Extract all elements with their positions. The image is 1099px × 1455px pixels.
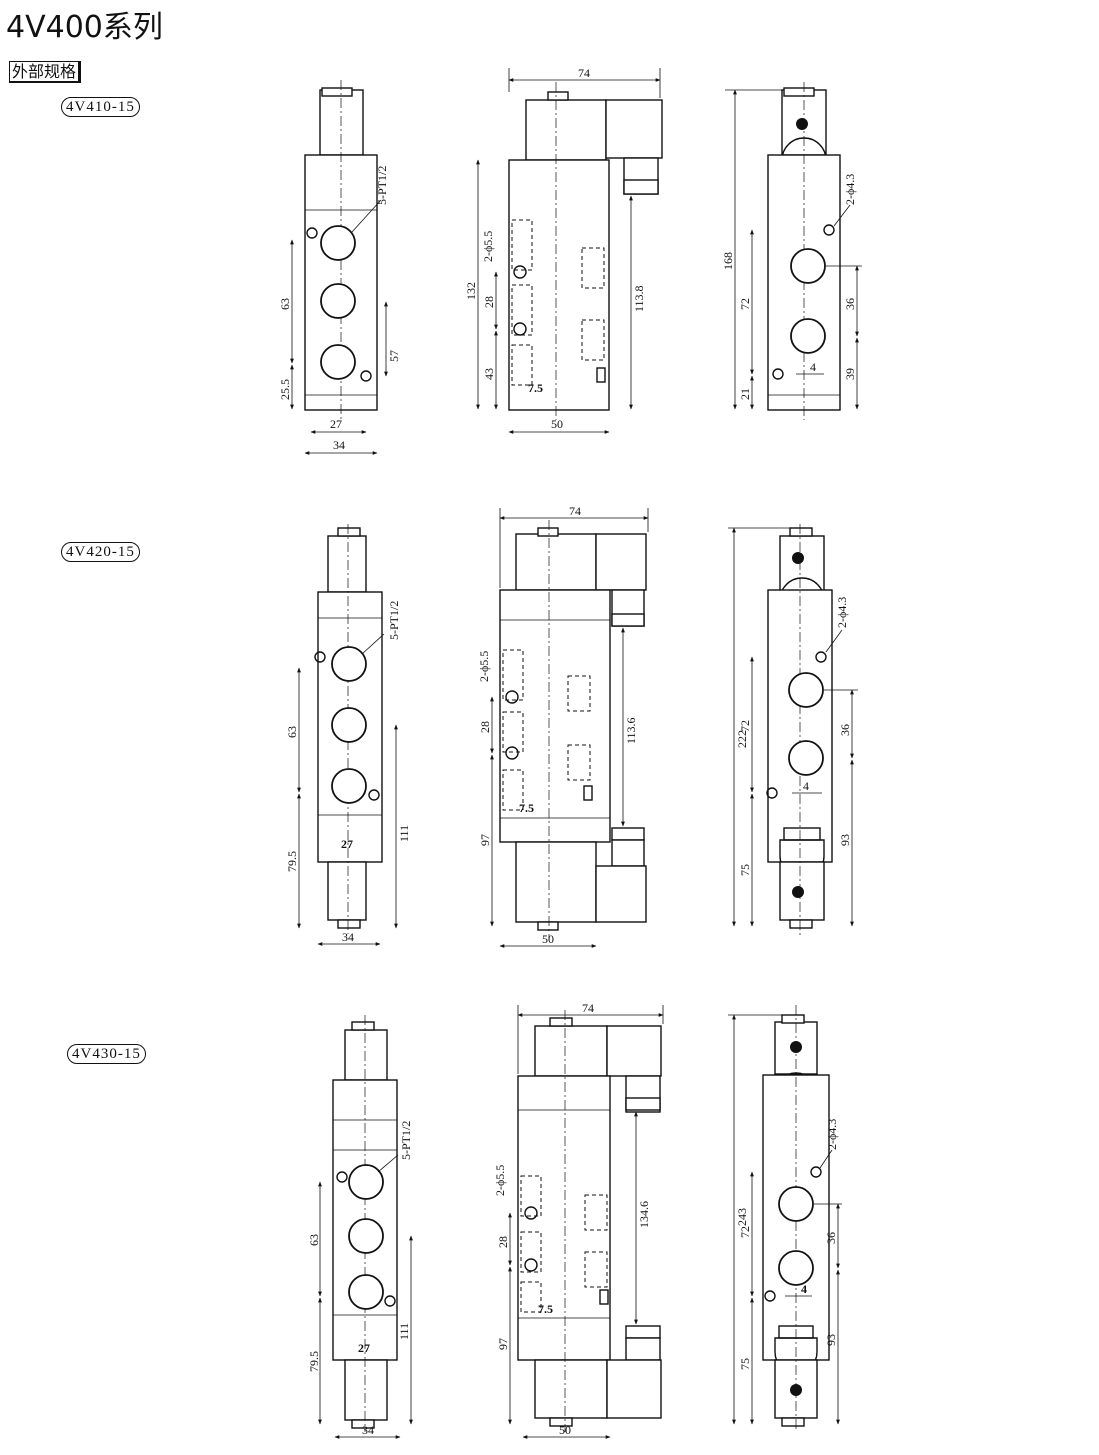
dim-text: 4 (801, 1282, 807, 1296)
dim-text: 132 (464, 282, 478, 300)
dim-text: 93 (838, 834, 852, 846)
dim-text: 72 (738, 720, 752, 732)
front-view-4v410: 5-PT1/2 63 25.5 57 27 34 (278, 80, 401, 455)
hole-label: 2-ϕ5.5 (493, 1165, 507, 1196)
dim-text: 27 (358, 1341, 370, 1355)
dim-text: 111 (397, 1323, 411, 1340)
dim-text: 97 (496, 1338, 510, 1350)
dim-text: 113.8 (632, 285, 646, 312)
dim-text: 28 (478, 721, 492, 733)
dim-text: 75 (738, 1358, 752, 1370)
dim-text: 21 (738, 388, 752, 400)
dim-text: 27 (330, 417, 342, 431)
dim-text: 113.6 (624, 717, 638, 744)
dim-text: 168 (721, 252, 735, 270)
port-label: 5-PT1/2 (375, 166, 389, 205)
dim-text: 111 (397, 825, 411, 842)
dim-text: 97 (478, 834, 492, 846)
dim-text: 50 (551, 417, 563, 431)
dim-text: 72 (738, 298, 752, 310)
side-view-4v420: 74 113.6 2-ϕ5.5 28 97 7.5 50 (477, 504, 649, 948)
model-label-4v410: 4V410-15 (61, 97, 140, 117)
hole-label: 2-ϕ4.3 (835, 597, 849, 628)
dim-text: 72 (738, 1226, 752, 1238)
dim-text: 36 (838, 724, 852, 736)
port-label: 5-PT1/2 (399, 1121, 413, 1160)
dim-text: 4 (810, 360, 816, 374)
dim-text: 63 (285, 726, 299, 738)
dim-text: 50 (559, 1423, 571, 1437)
dim-text: 34 (362, 1423, 374, 1437)
front-view-4v430: 5-PT1/2 63 79.5 111 27 34 (307, 1015, 413, 1439)
dim-text: 4 (803, 779, 809, 793)
dim-text: 7.5 (538, 1302, 553, 1316)
dim-text: 63 (307, 1234, 321, 1246)
dim-text: 25.5 (278, 379, 292, 400)
dim-text: 43 (482, 368, 496, 380)
hole-label: 2-ϕ5.5 (477, 651, 491, 682)
section-label: 外部规格 (9, 61, 82, 83)
dim-text: 74 (569, 504, 581, 518)
dim-text: 63 (278, 298, 292, 310)
hole-label: 2-ϕ5.5 (481, 231, 495, 262)
dim-text: 36 (843, 298, 857, 310)
dim-text: 74 (578, 66, 590, 80)
page-title: 4V400系列 (6, 10, 163, 45)
model-label-4v420: 4V420-15 (61, 542, 140, 562)
dim-text: 74 (582, 1001, 594, 1015)
rear-view-4v430: 2-ϕ4.3 243 72 75 36 93 4 (728, 1005, 842, 1432)
dim-text: 243 (735, 1208, 749, 1226)
dim-text: 7.5 (519, 801, 534, 815)
model-label-4v430: 4V430-15 (67, 1044, 146, 1064)
dim-text: 28 (496, 1236, 510, 1248)
dim-text: 134.6 (637, 1201, 651, 1228)
rear-view-4v420: 2-ϕ4.3 222 72 75 36 93 4 (728, 524, 858, 936)
dim-text: 93 (824, 1334, 838, 1346)
dim-text: 50 (542, 932, 554, 946)
dim-text: 57 (387, 350, 401, 362)
side-view-4v430: 74 134.6 2-ϕ5.5 28 97 7.5 50 (493, 1001, 664, 1439)
port-label: 5-PT1/2 (387, 601, 401, 640)
dim-text: 75 (738, 864, 752, 876)
rear-view-4v410: 2-ϕ4.3 168 72 21 36 39 4 (721, 82, 862, 420)
dim-text: 34 (333, 438, 345, 452)
hole-label: 2-ϕ4.3 (825, 1119, 839, 1150)
dim-text: 7.5 (528, 381, 543, 395)
front-view-4v420: 5-PT1/2 63 79.5 111 27 34 (285, 524, 411, 946)
side-view-4v410: 74 132 113.8 2-ϕ5.5 28 43 7.5 50 (464, 66, 663, 434)
hole-label: 2-ϕ4.3 (843, 174, 857, 205)
dim-text: 79.5 (285, 851, 299, 872)
dim-text: 27 (341, 837, 353, 851)
dim-text: 34 (342, 930, 354, 944)
dim-text: 79.5 (307, 1351, 321, 1372)
dim-text: 36 (824, 1232, 838, 1244)
dim-text: 39 (843, 368, 857, 380)
dim-text: 222 (735, 730, 749, 748)
dim-text: 28 (482, 296, 496, 308)
